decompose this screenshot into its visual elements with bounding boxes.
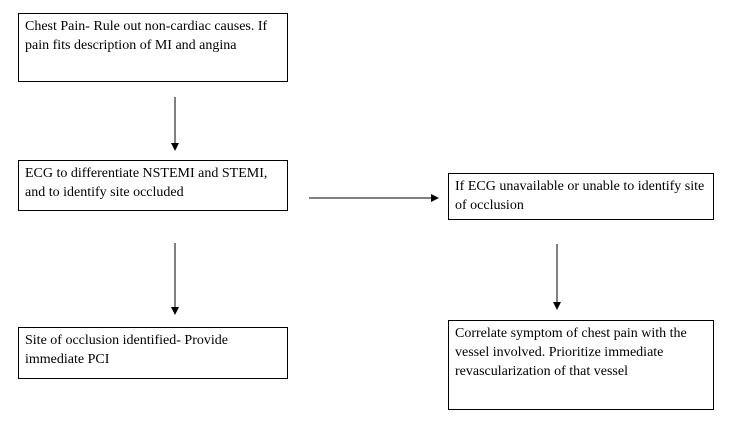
correlate-symptom-box: Correlate symptom of chest pain with the… <box>448 320 714 410</box>
ecg-box: ECG to differentiate NSTEMI and STEMI, a… <box>18 160 288 211</box>
chest-pain-box: Chest Pain- Rule out non-cardiac causes.… <box>18 13 288 82</box>
site-identified-box: Site of occlusion identified- Provide im… <box>18 327 288 379</box>
ecg-unavailable-box: If ECG unavailable or unable to identify… <box>448 173 714 220</box>
